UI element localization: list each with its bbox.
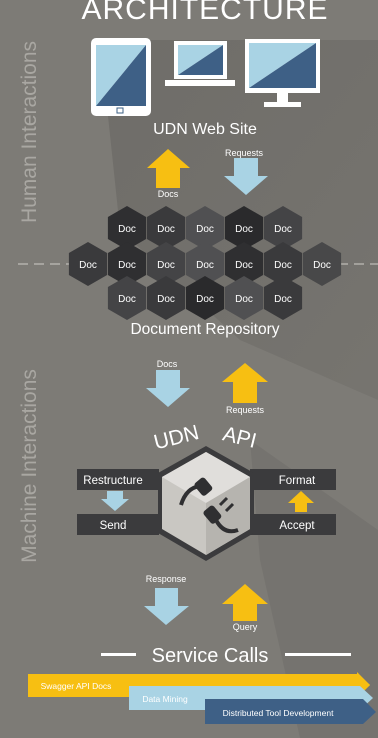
doc-hex-label: Doc bbox=[118, 260, 136, 271]
doc-hex-cell: Doc bbox=[146, 276, 186, 320]
restructure-block bbox=[77, 469, 159, 490]
tablet-icon bbox=[91, 38, 151, 116]
doc-hex-label: Doc bbox=[157, 294, 175, 305]
restructure-label: Restructure bbox=[83, 475, 142, 487]
service-line-right bbox=[285, 653, 351, 656]
doc-hex bbox=[263, 276, 303, 320]
doc-hex bbox=[224, 206, 264, 250]
doc-hex-label: Doc bbox=[196, 260, 214, 271]
doc-hex-cell: Doc bbox=[224, 206, 264, 250]
doc-hex bbox=[107, 276, 147, 320]
doc-hex bbox=[68, 242, 108, 286]
swagger-label: Swagger API Docs bbox=[41, 681, 112, 691]
doc-hex-label: Doc bbox=[157, 224, 175, 235]
doc-hex-cell: Doc bbox=[107, 206, 147, 250]
docs-down-arrow bbox=[146, 370, 190, 407]
response-label: Response bbox=[146, 574, 187, 584]
doc-hex-cell: Doc bbox=[263, 206, 303, 250]
doc-hex bbox=[263, 206, 303, 250]
doc-hex-label: Doc bbox=[235, 260, 253, 271]
restructure-send-arrow bbox=[101, 491, 129, 511]
requests-label-top: Requests bbox=[225, 148, 264, 158]
docs-label-mid: Docs bbox=[157, 359, 178, 369]
monitor-icon bbox=[245, 39, 320, 107]
doc-hex bbox=[185, 206, 225, 250]
human-interactions-label: Human Interactions bbox=[18, 41, 41, 223]
doc-hex-label: Doc bbox=[235, 294, 253, 305]
accept-label: Accept bbox=[279, 520, 315, 532]
send-label: Send bbox=[100, 520, 127, 532]
doc-hex-cell: Doc bbox=[185, 242, 225, 286]
doc-hex-cell: Doc bbox=[224, 276, 264, 320]
doc-hex-cell: Doc bbox=[146, 206, 186, 250]
doc-hex-cell: Doc bbox=[263, 242, 303, 286]
doc-hex-cell: Doc bbox=[107, 242, 147, 286]
doc-hex-label: Doc bbox=[196, 294, 214, 305]
doc-hex bbox=[185, 242, 225, 286]
doc-hex-cell: Doc bbox=[68, 242, 108, 286]
laptop-icon bbox=[165, 41, 235, 86]
requests-label-mid: Requests bbox=[226, 405, 265, 415]
page-title: ARCHITECTURE bbox=[81, 0, 328, 26]
plug-icon bbox=[179, 477, 239, 534]
doc-hex-label: Doc bbox=[274, 294, 292, 305]
service-line-left bbox=[101, 653, 136, 656]
web-site-label: UDN Web Site bbox=[153, 121, 257, 138]
distributed-tool-bar bbox=[205, 699, 376, 724]
doc-hex-label: Doc bbox=[274, 224, 292, 235]
machine-interactions-label: Machine Interactions bbox=[18, 369, 41, 563]
doc-hex-label: Doc bbox=[313, 260, 331, 271]
data-mining-label: Data Mining bbox=[142, 694, 188, 704]
doc-hex-cell: Doc bbox=[146, 242, 186, 286]
doc-hex bbox=[107, 206, 147, 250]
doc-hex-label: Doc bbox=[118, 294, 136, 305]
service-calls-title: Service Calls bbox=[152, 645, 269, 667]
doc-hex-cell: Doc bbox=[302, 242, 342, 286]
response-down-arrow bbox=[144, 588, 189, 625]
doc-hex-label: Doc bbox=[157, 260, 175, 271]
query-label: Query bbox=[233, 622, 258, 632]
doc-hex-cell: Doc bbox=[263, 276, 303, 320]
doc-hex bbox=[146, 206, 186, 250]
query-up-arrow bbox=[222, 584, 268, 621]
doc-hex bbox=[107, 242, 147, 286]
send-block bbox=[77, 514, 159, 535]
doc-hex-label: Doc bbox=[79, 260, 97, 271]
repository-label: Document Repository bbox=[130, 321, 279, 338]
accept-format-arrow bbox=[288, 491, 314, 512]
doc-hex bbox=[263, 242, 303, 286]
doc-hex bbox=[302, 242, 342, 286]
doc-hex-cell: Doc bbox=[107, 276, 147, 320]
doc-hex-cell: Doc bbox=[185, 206, 225, 250]
doc-hex bbox=[146, 276, 186, 320]
doc-hex-label: Doc bbox=[118, 224, 136, 235]
doc-hex bbox=[185, 276, 225, 320]
doc-hex-label: Doc bbox=[196, 224, 214, 235]
doc-hex-cell: Doc bbox=[224, 242, 264, 286]
requests-up-arrow bbox=[222, 363, 268, 403]
doc-hex bbox=[224, 242, 264, 286]
format-label: Format bbox=[279, 475, 316, 487]
doc-hex-label: Doc bbox=[235, 224, 253, 235]
requests-down-arrow bbox=[224, 158, 268, 195]
doc-hex bbox=[224, 276, 264, 320]
distributed-tool-label: Distributed Tool Development bbox=[223, 708, 335, 718]
docs-label-top: Docs bbox=[158, 189, 179, 199]
doc-hex-label: Doc bbox=[274, 260, 292, 271]
doc-hex bbox=[146, 242, 186, 286]
docs-up-arrow bbox=[147, 149, 190, 188]
doc-hex-cell: Doc bbox=[185, 276, 225, 320]
accept-block bbox=[250, 514, 336, 535]
format-block bbox=[250, 469, 336, 490]
